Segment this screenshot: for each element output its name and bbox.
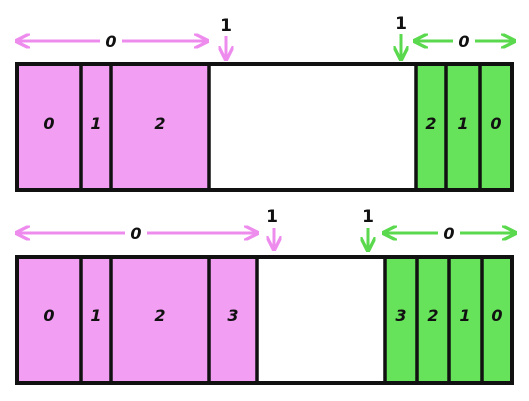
left-block-2-label: 2 bbox=[154, 306, 165, 325]
right-block-3 bbox=[385, 257, 417, 383]
left-block-2-label: 2 bbox=[154, 114, 165, 133]
left-block-0-label: 0 bbox=[43, 306, 54, 325]
left-block-1 bbox=[81, 257, 111, 383]
left-block-2 bbox=[111, 64, 209, 190]
right-block-1-label: 1 bbox=[457, 114, 468, 133]
right-pointer-label: 1 bbox=[395, 14, 407, 34]
right-block-0 bbox=[480, 64, 512, 190]
left-block-3 bbox=[209, 257, 257, 383]
right-span-label: 0 bbox=[458, 32, 469, 51]
left-block-1-label: 1 bbox=[90, 306, 101, 325]
right-block-1-label: 1 bbox=[459, 306, 470, 325]
right-block-1 bbox=[446, 64, 480, 190]
left-block-1 bbox=[81, 64, 111, 190]
left-span-label: 0 bbox=[105, 32, 116, 51]
row-1-outline bbox=[15, 62, 514, 192]
row-1: 0 0 1 1 0 1 2 2 1 0 bbox=[15, 14, 514, 192]
left-block-0 bbox=[17, 64, 81, 190]
left-pointer-label: 1 bbox=[220, 16, 232, 36]
right-block-1 bbox=[449, 257, 482, 383]
left-span-label: 0 bbox=[130, 224, 141, 243]
right-pointer-label: 1 bbox=[362, 207, 374, 227]
right-block-0 bbox=[482, 257, 512, 383]
row-2: 0 0 1 1 0 1 2 bbox=[15, 207, 514, 385]
left-block-3-label: 3 bbox=[227, 306, 238, 325]
right-block-0-label: 0 bbox=[490, 114, 501, 133]
right-block-3-label: 3 bbox=[395, 306, 406, 325]
left-pointer-label: 1 bbox=[266, 207, 278, 227]
left-block-2 bbox=[111, 257, 209, 383]
right-block-2-label: 2 bbox=[427, 306, 438, 325]
right-span-label: 0 bbox=[443, 224, 454, 243]
right-block-2 bbox=[417, 257, 449, 383]
row-2-dividers bbox=[79, 257, 484, 383]
free-space bbox=[257, 257, 385, 383]
right-block-2-label: 2 bbox=[425, 114, 436, 133]
free-space bbox=[209, 64, 416, 190]
left-block-0 bbox=[17, 257, 81, 383]
right-block-2 bbox=[416, 64, 446, 190]
row-2-outline bbox=[15, 255, 514, 385]
row-1-dividers bbox=[79, 64, 482, 190]
left-block-0-label: 0 bbox=[43, 114, 54, 133]
left-block-1-label: 1 bbox=[90, 114, 101, 133]
right-block-0-label: 0 bbox=[491, 306, 502, 325]
